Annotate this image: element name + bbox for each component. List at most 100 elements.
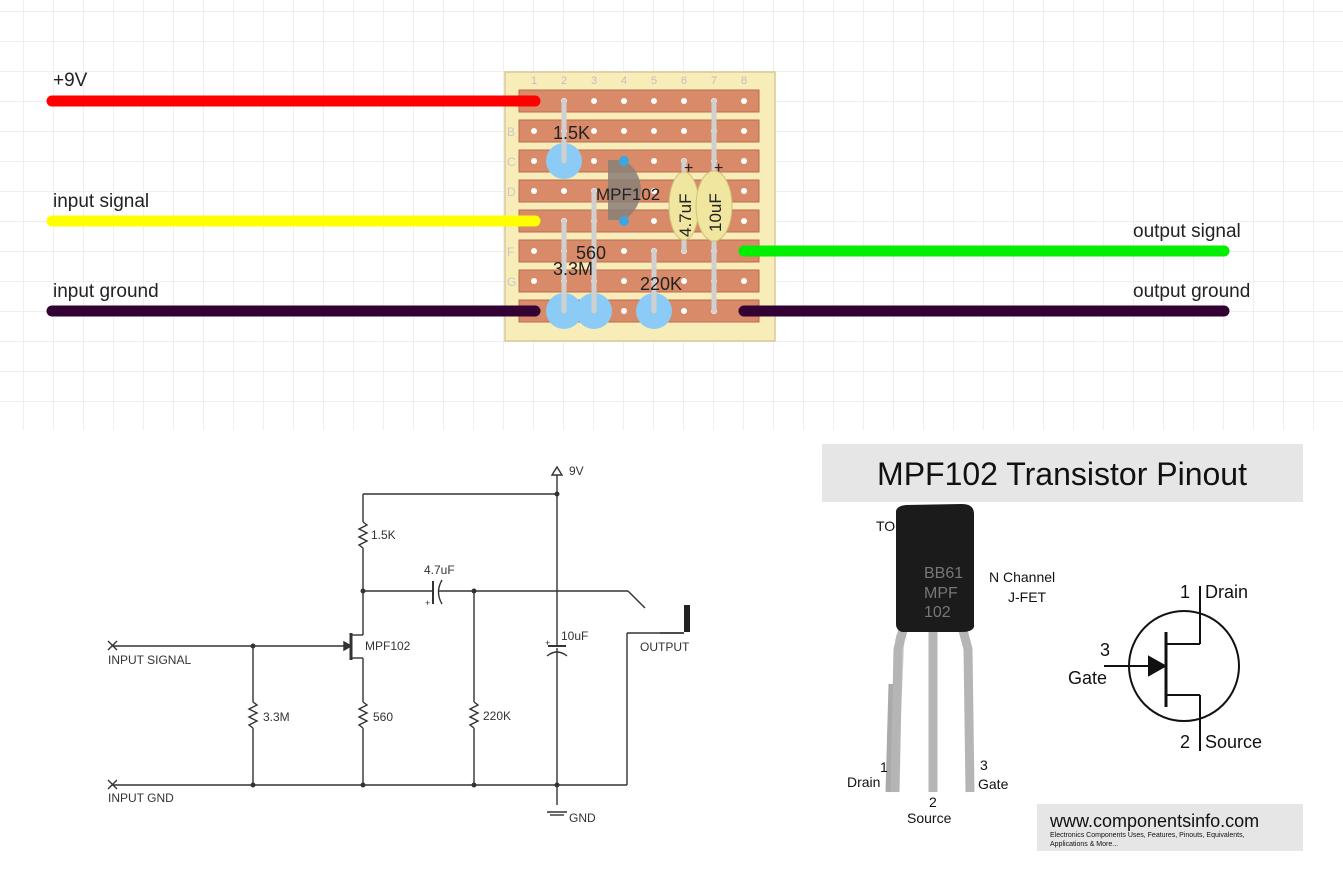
- hole: [741, 128, 747, 134]
- resistor-1-5k[interactable]: [546, 98, 582, 179]
- hole: [741, 98, 747, 104]
- sym-pin2-name: Source: [1205, 732, 1262, 752]
- transistor-body[interactable]: [608, 160, 641, 220]
- label-r2: 3.3M: [553, 259, 593, 279]
- hole: [621, 98, 627, 104]
- row-label: B: [507, 125, 515, 139]
- label-input-gnd: INPUT GND: [108, 791, 174, 805]
- sym-pin1-name: Drain: [1205, 582, 1248, 602]
- sym-pin1-num: 1: [1180, 582, 1190, 602]
- hole: [741, 188, 747, 194]
- label-r4: 220K: [640, 274, 682, 294]
- label-c-couple: 4.7uF: [424, 563, 455, 577]
- input-signal-terminal-icon[interactable]: [107, 640, 118, 651]
- pinout-panel: MPF102 Transistor Pinout TO-92 Package B…: [822, 444, 1303, 851]
- website-box: [1037, 804, 1303, 851]
- resistor-load-symbol: [468, 701, 480, 729]
- transistor-pin: [619, 156, 629, 166]
- column-label: 5: [651, 75, 657, 87]
- label-r-gate: 3.3M: [263, 710, 290, 724]
- column-label: 3: [591, 75, 597, 87]
- schematic-diagram: 9V 1.5K 4.7uF + MPF102 INPUT SIGNAL 3.3M…: [107, 464, 690, 825]
- title-bar: [822, 444, 1303, 502]
- type-line1: N Channel: [989, 569, 1055, 585]
- label-c-filter: 10uF: [561, 629, 588, 643]
- hole: [591, 128, 597, 134]
- label-r3: 560: [576, 243, 606, 263]
- pkg-pin2-name: Source: [907, 810, 952, 826]
- label-input-signal: INPUT SIGNAL: [108, 653, 191, 667]
- hole: [621, 248, 627, 254]
- hole: [681, 278, 687, 284]
- sym-pin3-num: 3: [1100, 640, 1110, 660]
- sym-pin3-name: Gate: [1068, 668, 1107, 688]
- pkg-pin2-num: 2: [929, 794, 937, 810]
- label-c-couple-plus: +: [425, 598, 430, 608]
- tagline-2: Applications & More...: [1050, 841, 1118, 848]
- hole: [651, 188, 657, 194]
- pkg-pin3-num: 3: [980, 757, 988, 773]
- label-transistor: MPF102: [596, 185, 660, 204]
- copper-strip: [518, 89, 760, 113]
- capacitor-10uf[interactable]: [695, 98, 733, 314]
- label-supply: 9V: [569, 464, 584, 478]
- schematic-panel: 9V 1.5K 4.7uF + MPF102 INPUT SIGNAL 3.3M…: [100, 440, 700, 840]
- cap-filter-curve: [546, 651, 568, 657]
- hole: [741, 158, 747, 164]
- label-c1: 4.7uF: [676, 194, 695, 237]
- hole: [741, 278, 747, 284]
- column-label: 2: [561, 75, 567, 87]
- capacitor-4-7uf[interactable]: [668, 158, 700, 254]
- resistor-source-symbol: [357, 701, 369, 729]
- row-label: D: [507, 185, 516, 199]
- supply-arrow-icon: [550, 465, 564, 476]
- jfet-symbol: [1104, 586, 1240, 751]
- hole: [651, 98, 657, 104]
- hole: [531, 248, 537, 254]
- transistor-pin: [619, 216, 629, 226]
- resistor-560[interactable]: [576, 188, 612, 329]
- row-label: F: [507, 245, 514, 259]
- hole: [681, 128, 687, 134]
- tagline-1: Electronics Components Uses, Features, P…: [1050, 832, 1245, 839]
- label-r-drain: 1.5K: [371, 528, 396, 542]
- hole: [591, 98, 597, 104]
- hole: [621, 278, 627, 284]
- hole: [681, 98, 687, 104]
- copper-strip: [518, 119, 760, 143]
- label-r-source: 560: [373, 710, 393, 724]
- row-label: G: [507, 275, 516, 289]
- copper-strip: [518, 269, 760, 293]
- label-transistor: MPF102: [365, 639, 411, 653]
- hole: [531, 158, 537, 164]
- resistor-3-3m[interactable]: [546, 218, 582, 329]
- sym-pin2-num: 2: [1180, 732, 1190, 752]
- hole: [531, 278, 537, 284]
- label-c2: 10uF: [706, 193, 725, 232]
- resistor-220k[interactable]: [636, 248, 672, 329]
- hole: [651, 218, 657, 224]
- hole: [591, 158, 597, 164]
- column-label: 7: [711, 75, 717, 87]
- website-url[interactable]: www.componentsinfo.com: [1049, 811, 1259, 831]
- junction-dots: [250, 491, 560, 788]
- hole: [651, 128, 657, 134]
- polarity-c1: +: [684, 160, 693, 177]
- hole: [561, 188, 567, 194]
- wire-label-input-signal: input signal: [53, 191, 149, 212]
- output-jack-icon[interactable]: [684, 605, 690, 632]
- marking-line3: 102: [924, 604, 951, 621]
- hole: [531, 128, 537, 134]
- column-label: 8: [741, 75, 747, 87]
- marking-line1: BB61: [924, 565, 963, 582]
- hole: [531, 188, 537, 194]
- input-gnd-terminal-icon[interactable]: [107, 779, 118, 790]
- hole: [681, 308, 687, 314]
- pinout-title: MPF102 Transistor Pinout: [877, 456, 1247, 492]
- wire-label-input-ground: input ground: [53, 281, 159, 302]
- to92-package: [885, 504, 975, 793]
- column-label: 4: [621, 75, 627, 87]
